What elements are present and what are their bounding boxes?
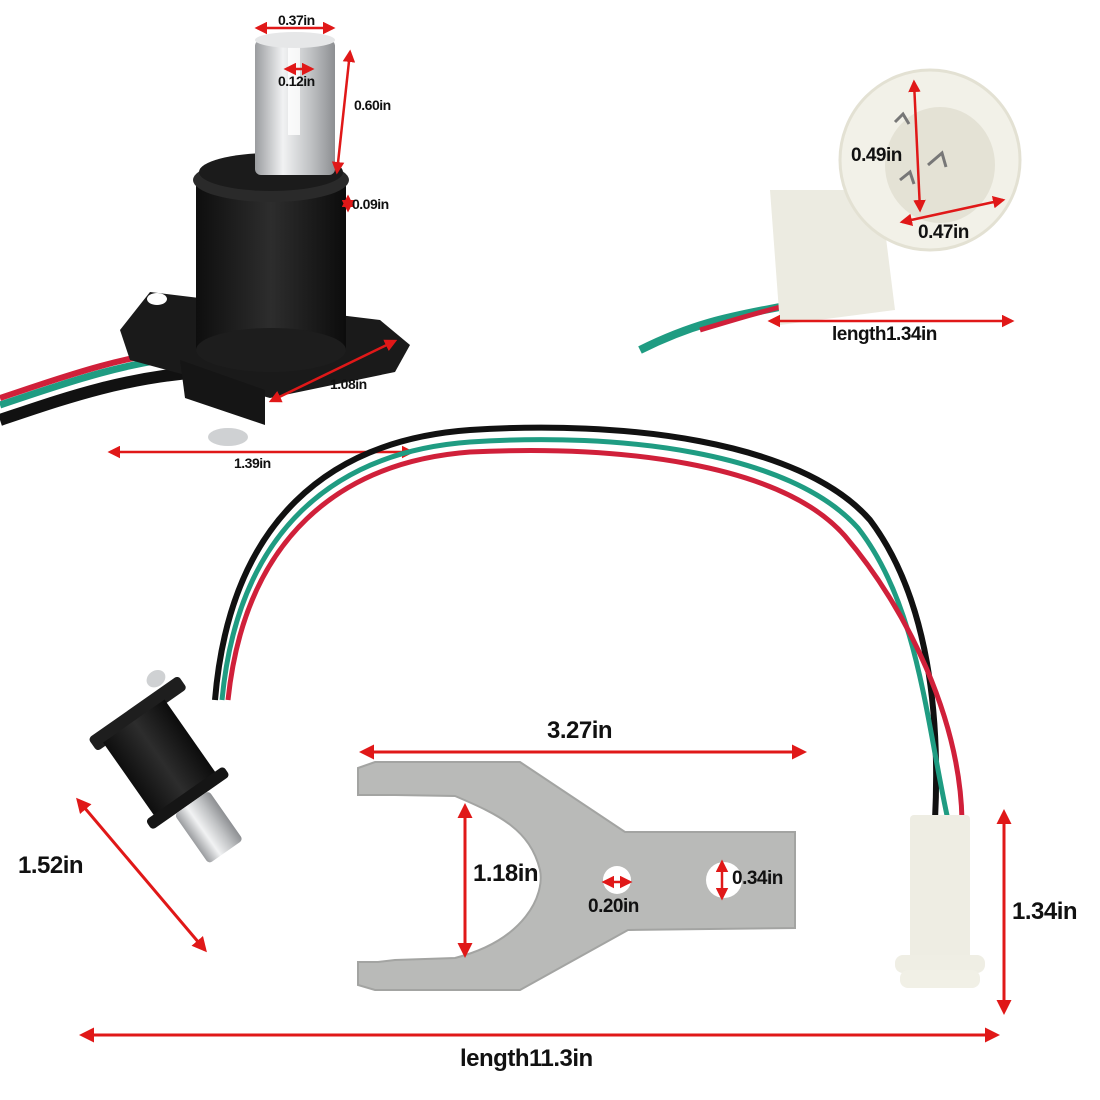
mounting-bracket (357, 761, 796, 991)
dim-shaft-width: 0.37in (278, 12, 315, 28)
dim-flange-depth: 1.08in (330, 376, 367, 392)
wiring-harness (212, 424, 965, 821)
dim-large-hole: 0.34in (732, 868, 783, 889)
connector-assembly (895, 815, 985, 988)
sensor-assembly (89, 669, 242, 863)
dim-bracket-length: 3.27in (547, 717, 613, 744)
dim-connector-face-height: 0.49in (851, 145, 902, 166)
dim-connector-face-width: 0.47in (918, 222, 969, 243)
connector-closeup (638, 68, 1022, 354)
dim-flange-width: 1.39in (234, 455, 271, 471)
dim-collar-thickness: 0.09in (352, 196, 389, 212)
dim-slot-width: 0.12in (278, 73, 315, 89)
dim-bracket-opening: 1.18in (473, 860, 539, 887)
dim-connector-length: length1.34in (832, 324, 937, 345)
dim-overall-length: length11.3in (460, 1045, 593, 1072)
dim-shaft-height: 0.60in (354, 97, 391, 113)
dim-connector-height: 1.34in (1012, 898, 1078, 925)
dim-small-hole: 0.20in (588, 896, 639, 917)
dim-sensor-length: 1.52in (18, 852, 84, 879)
